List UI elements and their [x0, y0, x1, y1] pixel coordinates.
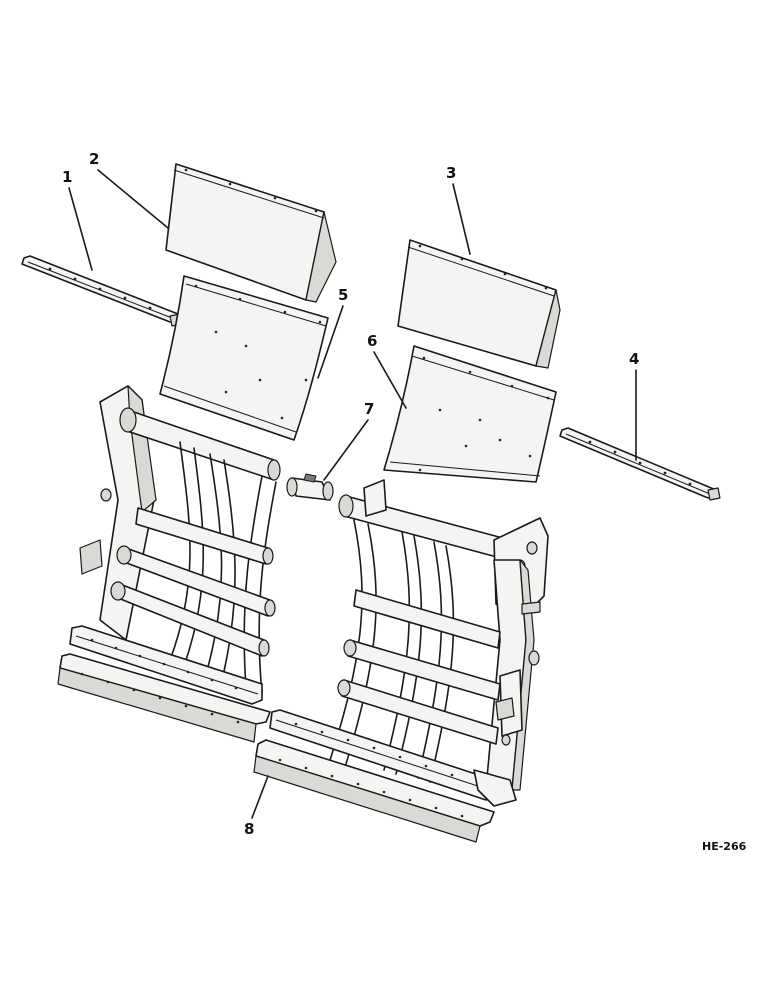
part-3-hood-panel [397, 239, 561, 369]
leader-5 [317, 305, 344, 379]
leader-6 [373, 351, 407, 409]
callout-4: 4 [629, 350, 639, 368]
part-8-lower-strip [253, 739, 495, 843]
part-5-curved-panel [159, 275, 329, 441]
callout-3: 3 [446, 164, 456, 182]
callout-7: 7 [364, 400, 374, 418]
figure-code: HE-266 [702, 840, 747, 853]
leader-lines [68, 169, 637, 819]
leader-1 [68, 187, 93, 271]
part-7-connector [286, 473, 334, 501]
part-4-angle-strip [559, 427, 721, 501]
leader-2 [97, 169, 169, 229]
callout-6: 6 [367, 332, 377, 350]
callout-5: 5 [338, 286, 348, 304]
callout-8: 8 [244, 820, 254, 838]
part-2-hood-panel [165, 163, 337, 303]
callout-1: 1 [62, 168, 72, 186]
part-1-angle-strip [21, 255, 183, 327]
left-frame-assembly [69, 385, 281, 705]
callouts: 1 2 3 4 5 6 7 8 [62, 150, 639, 838]
part-6-curved-panel [383, 345, 557, 483]
right-frame-assembly [269, 479, 549, 807]
left-lower-strip [57, 653, 271, 743]
leader-7 [323, 419, 369, 481]
leader-3 [452, 183, 471, 255]
callout-2: 2 [89, 150, 99, 168]
leader-8 [251, 775, 269, 819]
